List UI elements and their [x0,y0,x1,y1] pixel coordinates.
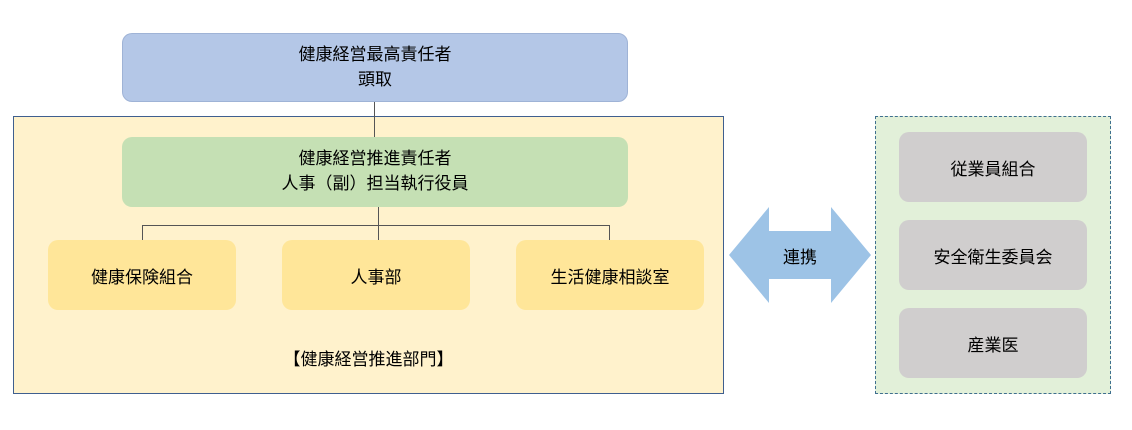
double-arrow-icon [729,207,871,303]
link-label: 連携 [783,248,817,268]
connector-to-unit-0 [142,225,143,240]
department-label: 【健康経営推進部門】 [283,350,454,370]
unit-hr-department: 人事部 [282,240,470,310]
partner-label: 安全衛生委員会 [933,247,1053,268]
partner-safety-health-committee: 安全衛生委員会 [899,220,1087,290]
partner-label: 産業医 [967,335,1019,356]
partner-industrial-physician: 産業医 [899,308,1087,378]
unit-label: 人事部 [350,267,402,288]
partner-label: 従業員組合 [950,159,1036,180]
connector-promoter-stem [378,207,379,240]
connector-to-unit-2 [609,225,610,240]
ceo-title: 健康経営最高責任者 [298,44,452,65]
connector-ceo-to-promoter [374,102,375,137]
unit-label: 生活健康相談室 [550,267,670,288]
promoter-title: 健康経営推進責任者 [298,149,452,169]
ceo-role: 頭取 [358,69,392,90]
partner-employee-union: 従業員組合 [899,132,1087,202]
promoter-role: 人事（副）担当執行役員 [281,174,469,194]
unit-health-insurance-union: 健康保険組合 [48,240,236,310]
unit-health-consultation-room: 生活健康相談室 [516,240,704,310]
unit-label: 健康保険組合 [91,267,193,288]
promoter-box: 健康経営推進責任者 人事（副）担当執行役員 [122,137,628,207]
connector-branch-horizontal [142,225,610,226]
ceo-box: 健康経営最高責任者 頭取 [122,33,628,102]
